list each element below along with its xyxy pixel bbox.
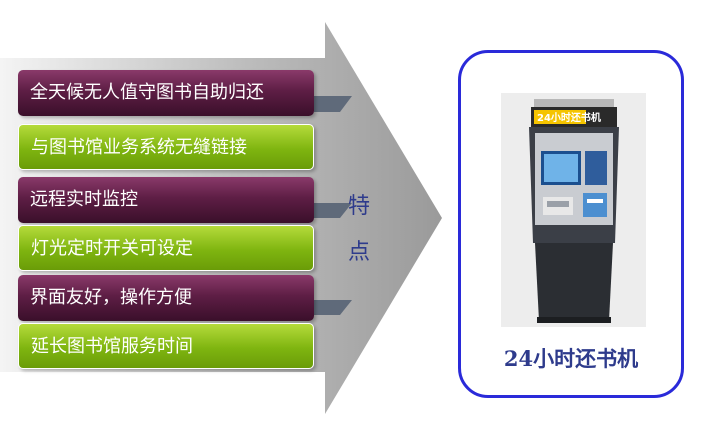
- feature-label: 灯光定时开关可设定: [31, 238, 193, 259]
- feature-label: 界面友好，操作方便: [30, 287, 192, 308]
- feature-item-2: 与图书馆业务系统无缝链接: [18, 124, 314, 170]
- feature-label: 全天候无人值守图书自助归还: [30, 82, 264, 103]
- kiosk-image: 24小时还书机: [501, 93, 646, 327]
- side-label-char-1: 特: [347, 194, 370, 219]
- product-panel: 24小时还书机 24小时还书机: [458, 50, 684, 398]
- feature-item-5: 界面友好，操作方便: [18, 275, 314, 321]
- side-label-char-2: 点: [347, 240, 370, 265]
- feature-item-3: 远程实时监控: [18, 177, 314, 223]
- feature-item-4: 灯光定时开关可设定: [18, 225, 314, 271]
- feature-label: 远程实时监控: [30, 189, 138, 210]
- feature-item-6: 延长图书馆服务时间: [18, 323, 314, 369]
- feature-label: 与图书馆业务系统无缝链接: [31, 137, 247, 158]
- feature-label: 延长图书馆服务时间: [31, 336, 193, 357]
- book-return-kiosk-illustration: 24小时还书机: [529, 99, 619, 323]
- kiosk-brand-text: 24小时还书机: [537, 111, 601, 124]
- product-name: 24小时还书机: [503, 346, 639, 371]
- feature-item-1: 全天候无人值守图书自助归还: [18, 70, 314, 116]
